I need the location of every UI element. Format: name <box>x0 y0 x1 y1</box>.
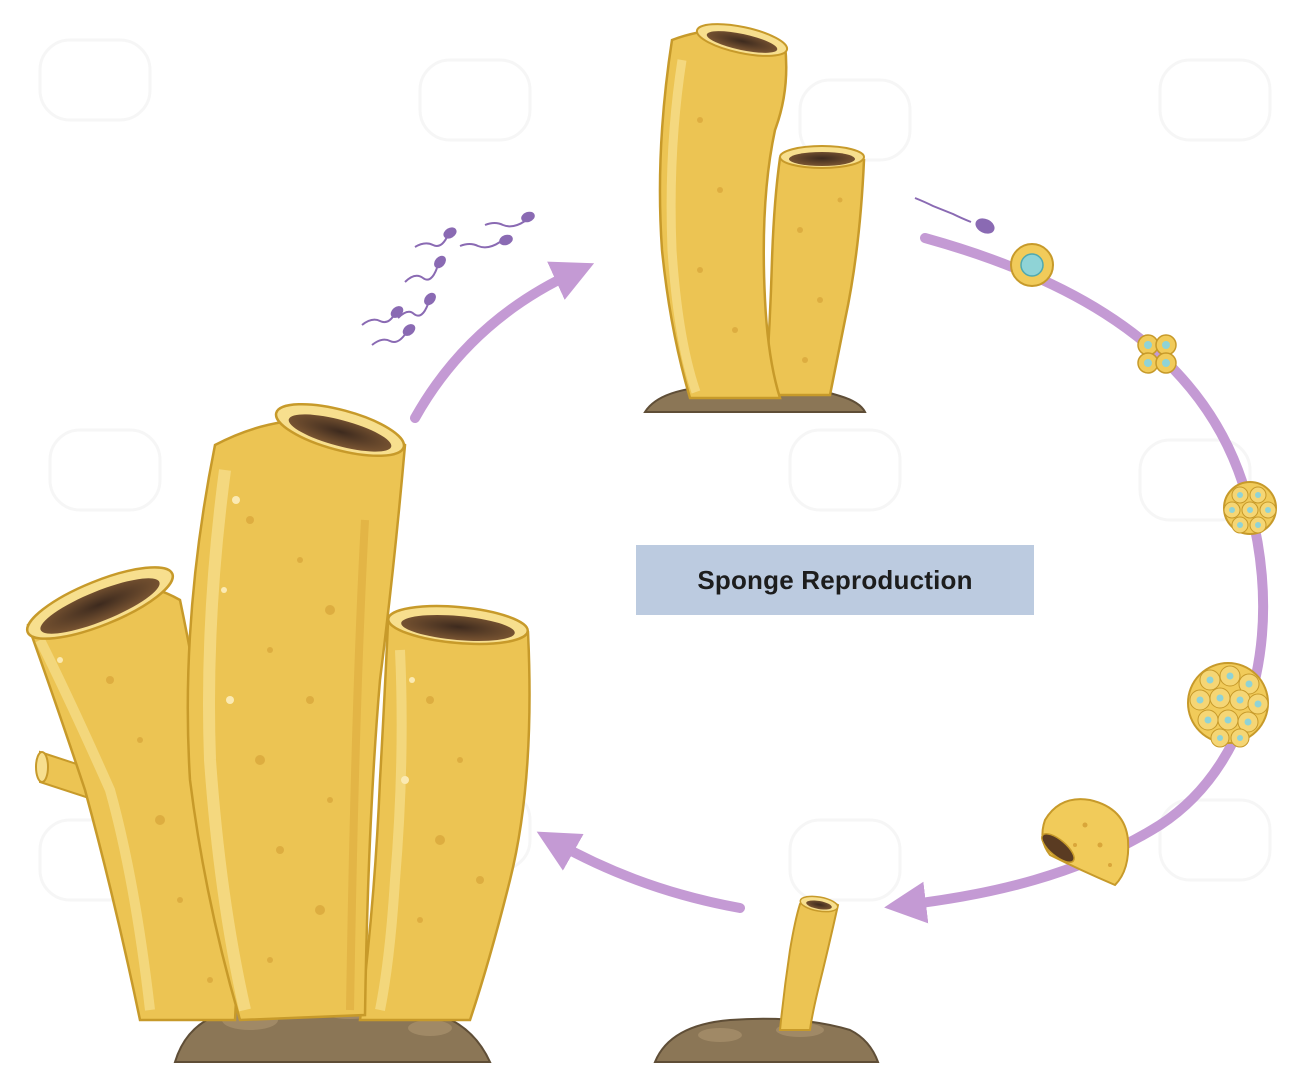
large-sponge-icon <box>19 394 529 1062</box>
egg-cell-icon <box>1011 244 1053 286</box>
watermark-icon <box>40 40 150 120</box>
sperm <box>460 234 513 247</box>
sperm <box>415 227 457 247</box>
sperm <box>405 255 447 282</box>
sperm-icon <box>915 198 996 235</box>
sperm <box>362 305 404 325</box>
title-box: Sponge Reproduction <box>636 545 1034 615</box>
sperm <box>485 211 535 226</box>
watermark-icon <box>790 430 900 510</box>
blastula-icon <box>1188 663 1268 747</box>
sperm-cluster-icon <box>362 211 535 345</box>
watermark-icon <box>790 820 900 900</box>
watermark-icon <box>1160 60 1270 140</box>
diagram-title: Sponge Reproduction <box>697 565 972 596</box>
arrow-adult-to-mature <box>415 272 575 418</box>
arrow-juvenile-to-adult <box>555 842 740 908</box>
morula-icon <box>1224 482 1276 534</box>
rock-base <box>655 1019 878 1062</box>
watermark-icon <box>420 60 530 140</box>
juvenile-sponge-icon <box>655 894 878 1062</box>
sperm <box>398 292 437 318</box>
watermark-icon <box>50 430 160 510</box>
medium-sponge-icon <box>645 18 865 412</box>
sperm <box>372 323 416 345</box>
